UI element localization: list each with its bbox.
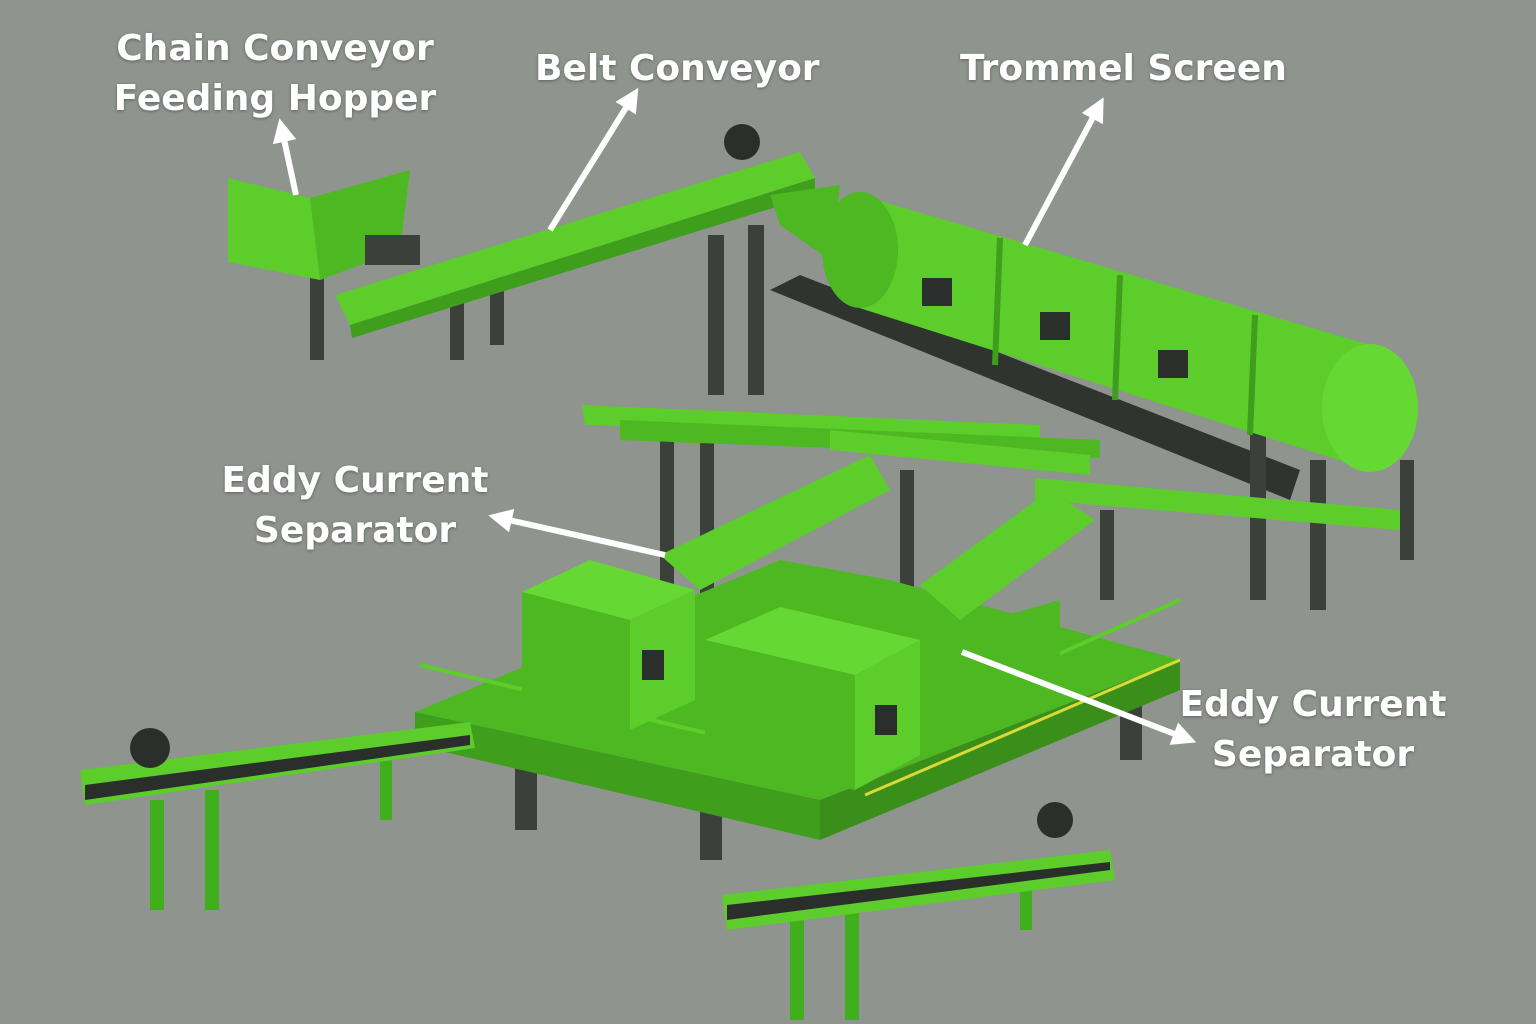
arrow-ecs-right — [960, 649, 1197, 745]
arrow-hopper — [272, 118, 299, 196]
label-line: Separator — [1211, 734, 1415, 775]
label-eddy-current-separator-left: Eddy Current Separator — [220, 456, 490, 556]
arrow-trommel — [1022, 97, 1104, 247]
label-eddy-current-separator-right: Eddy Current Separator — [1178, 680, 1448, 780]
eddy-current-separator-right — [705, 490, 1095, 790]
eddy-current-separator-left — [522, 455, 890, 730]
label-line: Feeding Hopper — [113, 78, 437, 119]
belt-conveyor — [335, 124, 840, 395]
label-chain-conveyor-feeding-hopper: Chain Conveyor Feeding Hopper — [110, 24, 440, 124]
discharge-conveyor-left — [80, 722, 475, 910]
chain-conveyor-feeding-hopper — [228, 170, 420, 360]
arrow-belt-conveyor — [547, 87, 639, 232]
label-belt-conveyor: Belt Conveyor — [535, 48, 820, 89]
label-line: Eddy Current — [221, 460, 489, 501]
arrow-ecs-left — [488, 508, 666, 558]
label-trommel-screen: Trommel Screen — [960, 48, 1287, 89]
trommel-screen — [770, 192, 1418, 610]
label-line: Separator — [253, 510, 457, 551]
label-line: Eddy Current — [1179, 684, 1447, 725]
discharge-conveyor-bottom — [722, 802, 1115, 1020]
label-line: Chain Conveyor — [116, 28, 434, 69]
